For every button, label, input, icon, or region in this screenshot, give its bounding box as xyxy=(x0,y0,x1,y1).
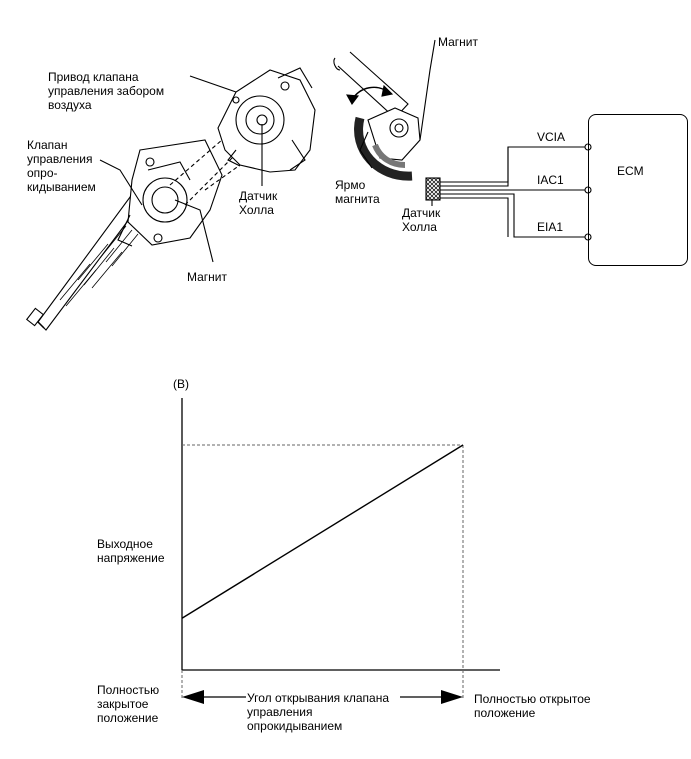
y-axis-label: Выходное напряжение xyxy=(97,537,165,565)
pin-eia1-label: EIA1 xyxy=(537,220,564,234)
x-left-label: Полностью закрытое положение xyxy=(97,683,160,725)
range-arrow-right-head xyxy=(441,690,463,704)
x-right-label: Полностью открытое положение xyxy=(474,692,591,720)
pin-vcia-label: VCIA xyxy=(537,130,566,144)
voltage-line xyxy=(181,444,464,619)
hall-sensor-left-label: Датчик Холла xyxy=(239,189,278,217)
x-middle-label: Угол открывания клапана управления опрок… xyxy=(247,691,390,733)
yoke-label: Ярмо магнита xyxy=(335,178,380,206)
magnet-top-label: Магнит xyxy=(438,35,479,49)
ecm-label: ECM xyxy=(617,164,644,178)
hall-sensor-right-label: Датчик Холла xyxy=(402,206,441,234)
actuator-label: Привод клапана управления забором воздух… xyxy=(48,70,165,112)
ecm-box xyxy=(588,114,688,266)
range-arrow-left-head xyxy=(182,690,204,704)
y-marker-label: (B) xyxy=(173,377,189,391)
pin-iac1-label: IAC1 xyxy=(537,173,564,187)
tumble-valve-label: Клапан управления опро- кидыванием xyxy=(27,138,96,194)
magnet-bottom-label: Магнит xyxy=(187,270,228,284)
